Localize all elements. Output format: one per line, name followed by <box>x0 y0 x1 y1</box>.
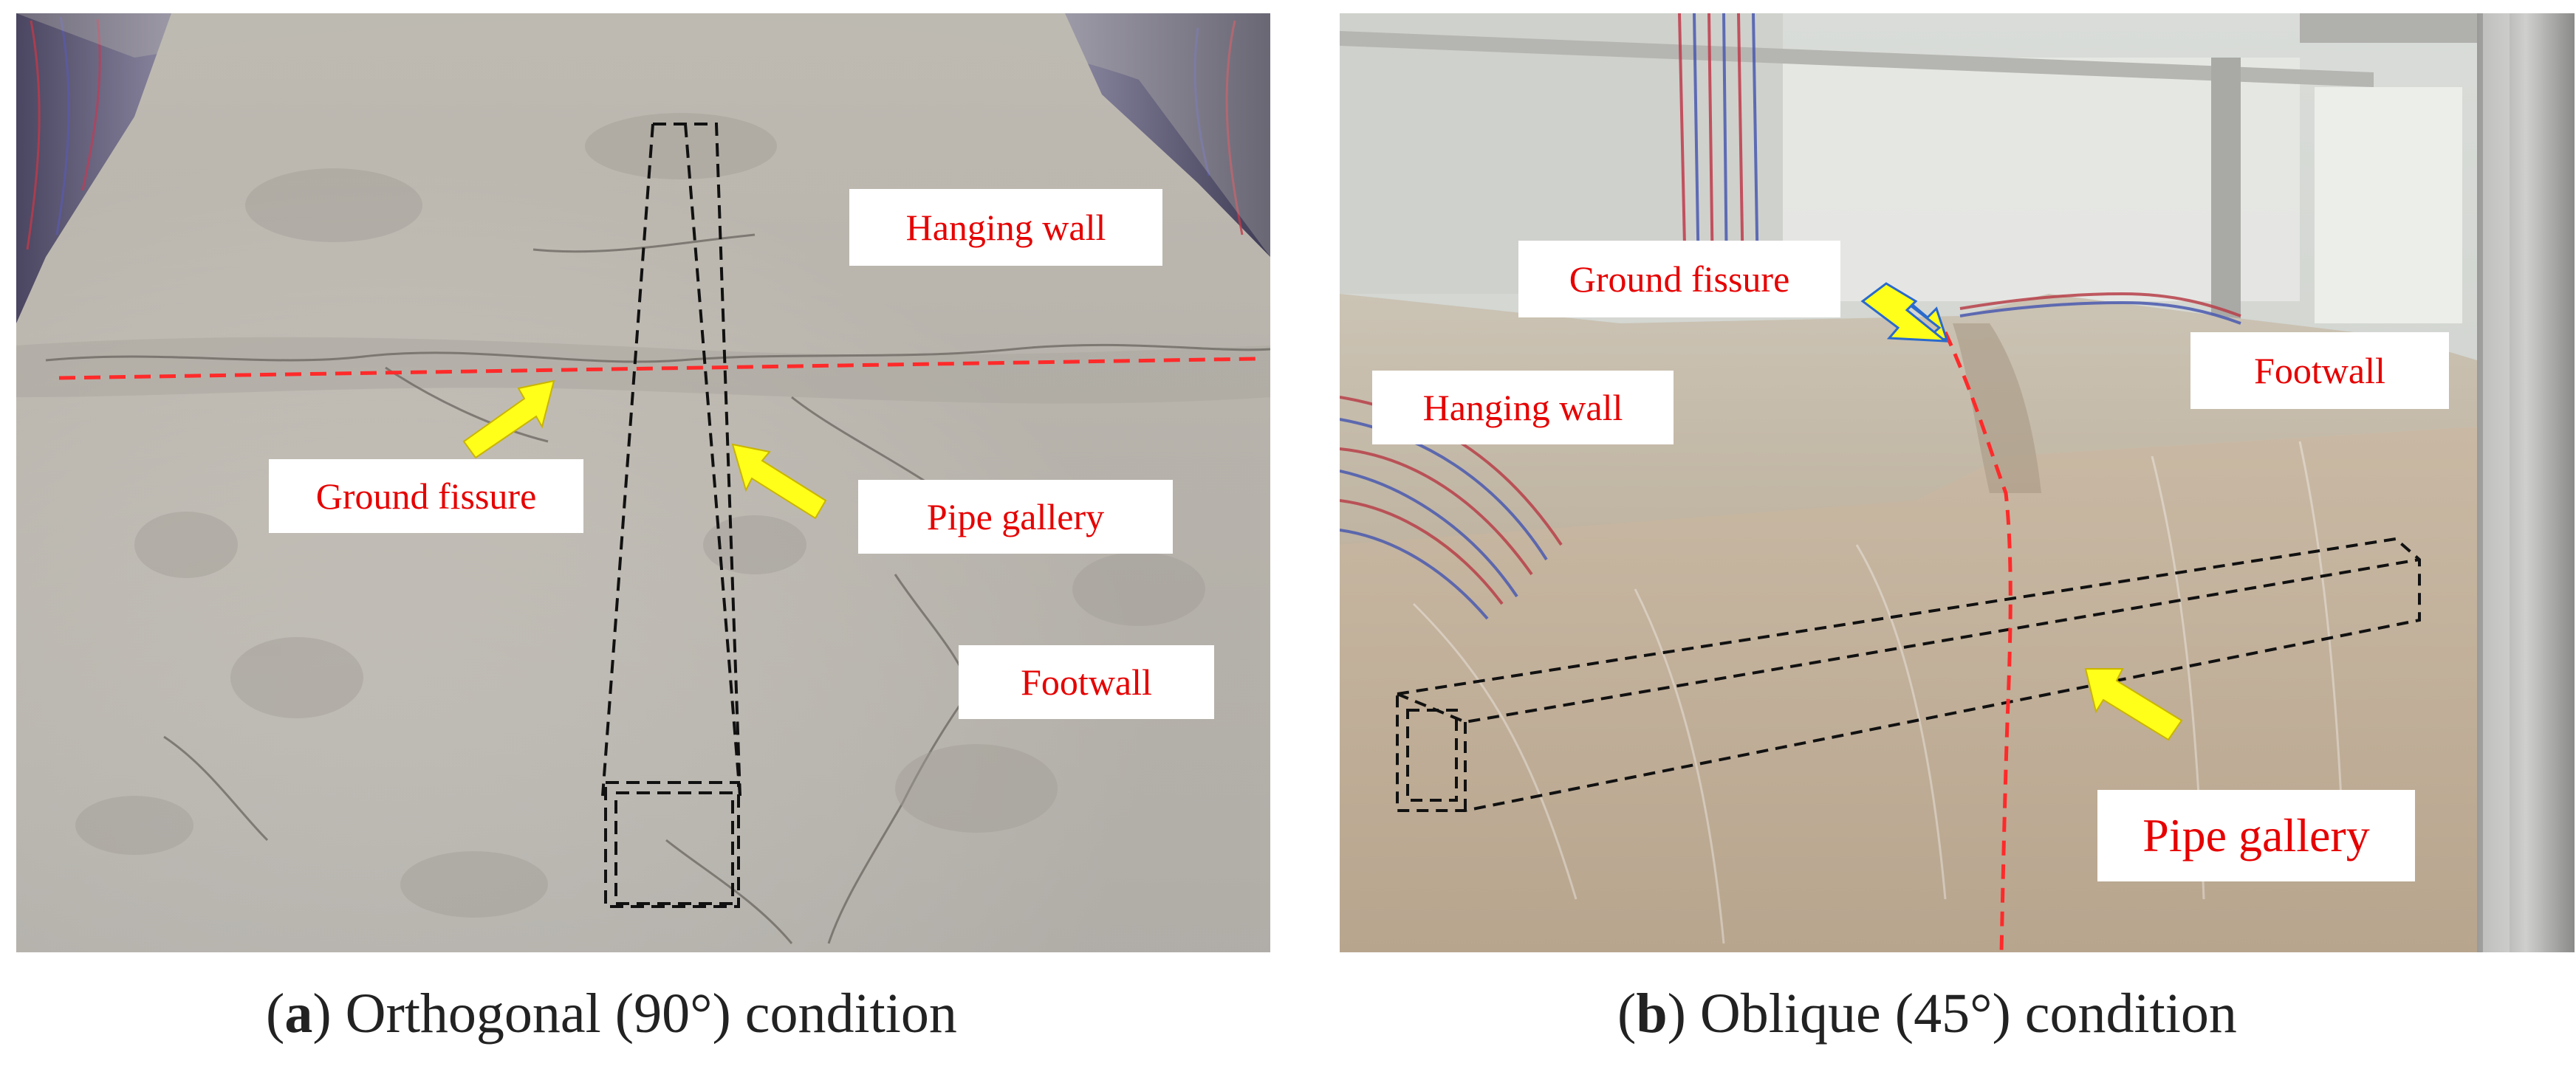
left-wall-curtain <box>16 13 171 323</box>
label-footwall: Footwall <box>2190 332 2449 409</box>
label-footwall: Footwall <box>959 645 1214 719</box>
arrow-icon <box>731 443 827 520</box>
caption-b-letter: b <box>1636 983 1668 1045</box>
label-pipe-gallery: Pipe gallery <box>2097 790 2415 881</box>
ground-fissure-line <box>1943 331 2012 952</box>
arrow-icon <box>462 379 555 459</box>
pipe-gallery-outline <box>601 123 741 908</box>
label-pipe-gallery: Pipe gallery <box>858 480 1173 554</box>
arrow-icon <box>2084 668 2183 741</box>
caption-a-text: Orthogonal (90°) condition <box>331 983 957 1045</box>
caption-a-letter: a <box>284 983 313 1045</box>
caption-a: (a) Orthogonal (90°) condition <box>266 983 957 1045</box>
caption-b-text: Oblique (45°) condition <box>1685 983 2237 1045</box>
panel-a-orthogonal-photo: Hanging wall Ground fissure Pipe gallery… <box>16 13 1270 952</box>
right-wall-curtain <box>1065 13 1270 257</box>
sensor-cables <box>1678 13 1759 280</box>
label-hanging-wall: Hanging wall <box>849 189 1162 266</box>
panel-b-oblique-photo: Ground fissure Hanging wall Footwall Pip… <box>1340 13 2575 952</box>
label-hanging-wall: Hanging wall <box>1372 371 1674 444</box>
pipe-gallery-outline <box>1396 537 2421 812</box>
label-ground-fissure: Ground fissure <box>269 459 583 533</box>
arrow-icon <box>1860 282 1949 343</box>
caption-b: (b) Oblique (45°) condition <box>1617 983 2237 1045</box>
label-ground-fissure: Ground fissure <box>1518 241 1840 317</box>
